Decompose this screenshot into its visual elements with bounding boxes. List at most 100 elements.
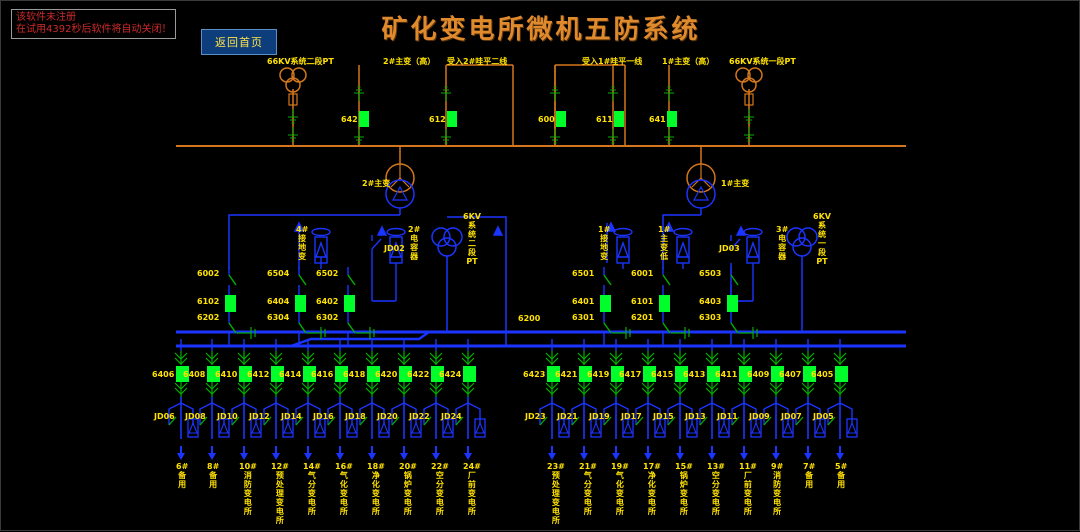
feeder-name-label: 22# 空 分 变 电 所 [431, 462, 449, 516]
feeder-jd-label: JD14 [281, 412, 302, 421]
feeder-breaker[interactable] [547, 366, 560, 382]
unregistered-warning-box: 该软件未注册 在试用4392秒后软件将自动关闭！ [11, 9, 177, 39]
mv-breaker[interactable] [727, 295, 738, 312]
mv-top-label: 6502 [316, 269, 339, 278]
feeder-out-arrow [836, 446, 844, 460]
feeder-out-arrow [580, 446, 588, 460]
hv-breaker-label: 612 [429, 115, 446, 124]
mv-mid-label: 6403 [699, 297, 722, 306]
feeder-jd-label: JD05 [813, 412, 834, 421]
feeder-breaker-label: 6414 [279, 370, 302, 379]
mv-breaker[interactable] [600, 295, 611, 312]
feeder-out-arrow [644, 446, 652, 460]
feeder-riser [295, 339, 326, 439]
feeder-breaker[interactable] [579, 366, 592, 382]
feeder-breaker[interactable] [739, 366, 752, 382]
feeder-out-arrow [708, 446, 716, 460]
feeder-out-arrow [272, 446, 280, 460]
feeder-riser [199, 339, 230, 439]
feeder-breaker-label: 6407 [779, 370, 802, 379]
feeder-breaker-label: 6415 [651, 370, 674, 379]
feeder-name-label: 19# 气 化 变 电 所 [611, 462, 629, 516]
feeder-jd-label: JD11 [717, 412, 738, 421]
feeder-jd-label: JD19 [589, 412, 610, 421]
feeder-breaker[interactable] [207, 366, 220, 382]
feeder-breaker[interactable] [771, 366, 784, 382]
feeder-jd-label: JD17 [621, 412, 642, 421]
bus-tie-label: 6200 [518, 314, 541, 323]
hv-breaker[interactable] [614, 111, 624, 127]
feeder-riser [699, 339, 730, 439]
feeder-breaker[interactable] [463, 366, 476, 382]
feeder-breaker[interactable] [803, 366, 816, 382]
feeder-name-label: 12# 预 处 理 变 电 所 [271, 462, 289, 525]
feeder-jd-label: JD23 [525, 412, 546, 421]
feeder-breaker[interactable] [707, 366, 720, 382]
feeder-out-arrow [772, 446, 780, 460]
mv-label: 4# 接 地 变 [296, 225, 309, 261]
feeder-riser [827, 339, 858, 439]
mv-column[interactable] [336, 267, 406, 347]
feeder-jd-label: JD24 [441, 412, 462, 421]
mv-breaker[interactable] [344, 295, 355, 312]
feeder-out-arrow [612, 446, 620, 460]
mv-bot-label: 6304 [267, 313, 290, 322]
mv-mid-label: 6404 [267, 297, 290, 306]
feeder-riser [359, 339, 390, 439]
feeder-breaker[interactable] [611, 366, 624, 382]
feeder-breaker-label: 6421 [555, 370, 578, 379]
feeder-jd-label: JD12 [249, 412, 270, 421]
hv-breaker[interactable] [359, 111, 369, 127]
mv-label: 3# 电 容 器 [776, 225, 789, 261]
feeder-riser [391, 339, 422, 439]
mv-column[interactable] [287, 267, 357, 347]
feeder-jd-label: JD10 [217, 412, 238, 421]
feeder-breaker[interactable] [176, 366, 189, 382]
feeder-jd-label: JD18 [345, 412, 366, 421]
feeder-name-label: 5# 备 用 [835, 462, 848, 489]
feeder-breaker[interactable] [431, 366, 444, 382]
feeder-breaker[interactable] [271, 366, 284, 382]
feeder-breaker[interactable] [675, 366, 688, 382]
hv-breaker[interactable] [667, 111, 677, 127]
mv-mid-label: 6401 [572, 297, 595, 306]
mv-mid-label: 6402 [316, 297, 339, 306]
mv-breaker[interactable] [295, 295, 306, 312]
feeder-jd-label: JD07 [781, 412, 802, 421]
mv-column[interactable] [592, 267, 662, 347]
hv-breaker[interactable] [556, 111, 566, 127]
feeder-breaker[interactable] [399, 366, 412, 382]
feeder-breaker[interactable] [367, 366, 380, 382]
mv-bot-label: 6202 [197, 313, 220, 322]
feeder-breaker[interactable] [643, 366, 656, 382]
mv-top-label: 6002 [197, 269, 220, 278]
feeder-breaker-label: 6418 [343, 370, 366, 379]
feeder-out-arrow [804, 446, 812, 460]
feeder-name-label: 9# 消 防 变 电 所 [771, 462, 784, 516]
mv-label: 1# 接 地 变 [598, 225, 611, 261]
mv-column[interactable] [651, 267, 721, 347]
mv-column[interactable] [719, 267, 789, 347]
mv-breaker[interactable] [659, 295, 670, 312]
feeder-breaker-label: 6410 [215, 370, 238, 379]
mv-label: JD02 [384, 244, 405, 253]
transformer-label: 1#主变 [721, 179, 750, 188]
feeder-name-label: 7# 备 用 [803, 462, 816, 489]
mv-column[interactable] [217, 267, 287, 347]
mv-label: 1# 主 变 低 [658, 225, 671, 261]
return-home-button[interactable]: 返回首页 [201, 29, 277, 55]
feeder-breaker[interactable] [239, 366, 252, 382]
feeder-name-label: 18# 净 化 变 电 所 [367, 462, 385, 516]
feeder-out-arrow [548, 446, 556, 460]
feeder-breaker[interactable] [303, 366, 316, 382]
feeder-jd-label: JD15 [653, 412, 674, 421]
mv-breaker[interactable] [225, 295, 236, 312]
feeder-breaker[interactable] [835, 366, 848, 382]
mv-bot-label: 6302 [316, 313, 339, 322]
mv-bot-label: 6301 [572, 313, 595, 322]
feeder-breaker-label: 6417 [619, 370, 642, 379]
hv-breaker[interactable] [447, 111, 457, 127]
feeder-breaker[interactable] [335, 366, 348, 382]
